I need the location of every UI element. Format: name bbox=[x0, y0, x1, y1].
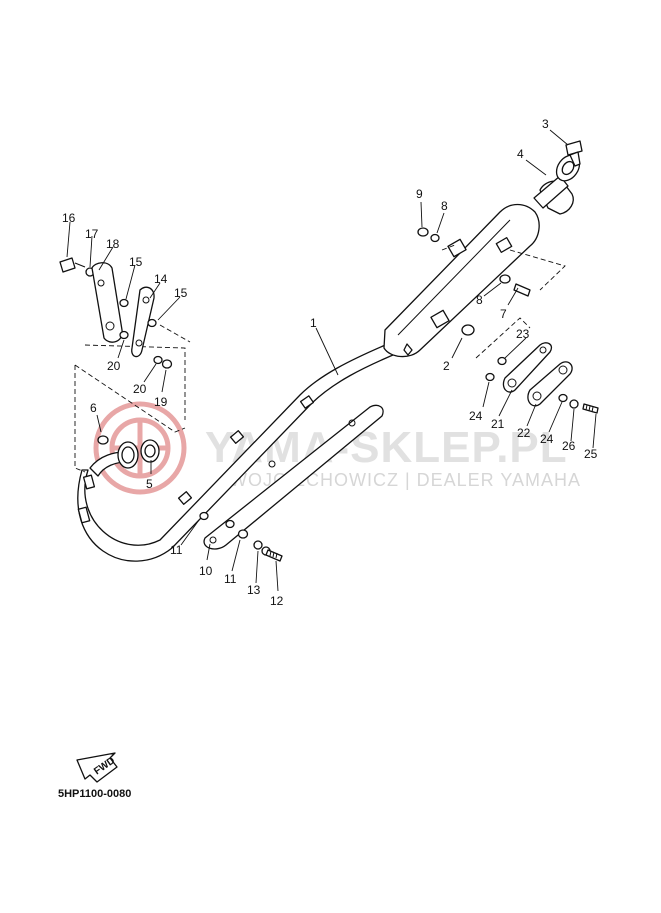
muffler bbox=[383, 154, 581, 358]
callout-1: 1 bbox=[310, 316, 317, 330]
callout-21: 21 bbox=[491, 417, 505, 431]
watermark-subtitle: WOJCIECHOWICZ | DEALER YAMAHA bbox=[230, 470, 581, 490]
callout-6: 6 bbox=[90, 401, 97, 415]
callout-23: 23 bbox=[516, 327, 530, 341]
callout-12: 12 bbox=[270, 594, 284, 608]
muffler-bolt bbox=[565, 140, 583, 167]
protector-hardware bbox=[199, 511, 283, 562]
callout-26: 26 bbox=[562, 439, 576, 453]
callout-2: 2 bbox=[443, 359, 450, 373]
callout-11-right: 11 bbox=[224, 572, 237, 586]
leader-lines bbox=[66, 129, 597, 592]
mounting-brackets bbox=[485, 342, 599, 414]
callout-3: 3 bbox=[542, 117, 549, 131]
callout-15-left: 15 bbox=[129, 255, 143, 269]
heat-protector bbox=[203, 404, 384, 550]
callout-8-upper: 8 bbox=[441, 199, 448, 213]
fwd-arrow-icon: FWD bbox=[76, 752, 118, 783]
callout-25: 25 bbox=[584, 447, 598, 461]
callout-22: 22 bbox=[517, 426, 531, 440]
callout-14: 14 bbox=[154, 272, 168, 286]
callout-labels: 1 2 3 4 5 6 7 8 8 9 10 11 11 12 13 14 15… bbox=[62, 117, 598, 608]
callout-16: 16 bbox=[62, 211, 76, 225]
callout-15-right: 15 bbox=[174, 286, 188, 300]
callout-13: 13 bbox=[247, 583, 261, 597]
callout-19: 19 bbox=[154, 395, 168, 409]
callout-4: 4 bbox=[517, 147, 524, 161]
callout-8-lower: 8 bbox=[476, 293, 483, 307]
callout-17: 17 bbox=[85, 227, 99, 241]
muffler-hardware bbox=[417, 227, 531, 336]
callout-5: 5 bbox=[146, 477, 153, 491]
callout-7: 7 bbox=[500, 307, 507, 321]
assembly-lines bbox=[74, 244, 566, 473]
callout-9: 9 bbox=[416, 187, 423, 201]
callout-24-right: 24 bbox=[540, 432, 554, 446]
callout-10: 10 bbox=[199, 564, 213, 578]
callout-18: 18 bbox=[106, 237, 120, 251]
hanger-bracket bbox=[59, 257, 173, 369]
watermark-logo bbox=[93, 401, 187, 495]
callout-11-left: 11 bbox=[170, 543, 183, 557]
callout-24-left: 24 bbox=[469, 409, 483, 423]
callout-20-left: 20 bbox=[107, 359, 121, 373]
callout-20-right: 20 bbox=[133, 382, 147, 396]
gasket bbox=[140, 439, 160, 463]
flange-nut bbox=[97, 435, 139, 469]
diagram-code: 5HP1100-0080 bbox=[58, 788, 131, 800]
